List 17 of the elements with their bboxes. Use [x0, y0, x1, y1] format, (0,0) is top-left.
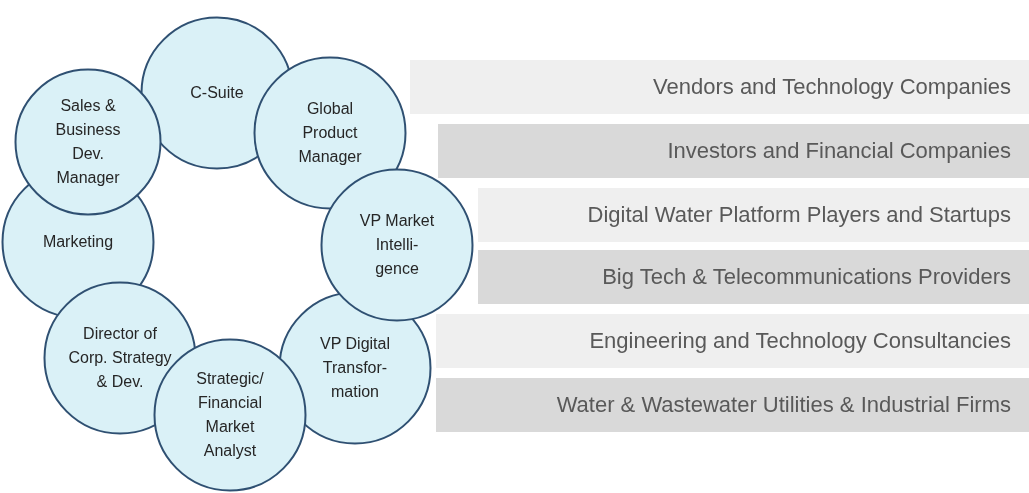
role-label: VP Digital Transfor-mation — [319, 334, 391, 402]
role-label: Marketing — [41, 232, 115, 252]
category-label: Water & Wastewater Utilities & Industrial Firms — [556, 392, 1011, 418]
role-label: Strategic/ Financial Market Analyst — [195, 369, 265, 461]
role-label: Director of Corp. Strategy & Dev. — [67, 324, 173, 392]
category-label: Engineering and Technology Consultancies — [589, 328, 1011, 354]
category-label: Big Tech & Telecommunications Providers — [602, 264, 1011, 290]
role-label: C-Suite — [189, 83, 245, 103]
category-band — [438, 124, 1029, 178]
category-band — [478, 250, 1029, 304]
category-label: Investors and Financial Companies — [667, 138, 1011, 164]
category-band — [436, 378, 1029, 432]
role-label: VP Market Intelli-gence — [358, 211, 436, 279]
category-label: Vendors and Technology Companies — [653, 74, 1011, 100]
category-label: Digital Water Platform Players and Startups — [587, 202, 1011, 228]
role-label: Global Product Manager — [297, 99, 363, 167]
role-label: Sales & Business Dev. Manager — [54, 96, 122, 188]
